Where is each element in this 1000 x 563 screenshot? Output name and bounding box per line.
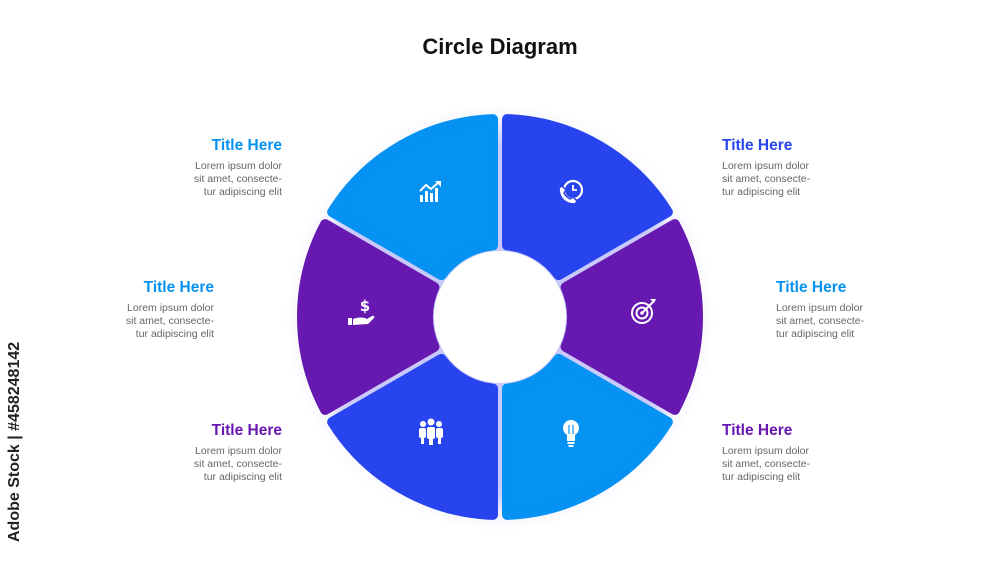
segment-left bbox=[297, 219, 440, 415]
callout-bottom-left: Title Here Lorem ipsum dolor sit amet, c… bbox=[142, 421, 282, 484]
callout-body: Lorem ipsum dolor sit amet, consecte- tu… bbox=[193, 160, 282, 198]
callout-title: Title Here bbox=[211, 422, 282, 439]
callout-body: Lorem ipsum dolor sit amet, consecte- tu… bbox=[125, 302, 214, 340]
callout-top-left: Title Here Lorem ipsum dolor sit amet, c… bbox=[142, 136, 282, 199]
stock-id-text: Adobe Stock | #458248142 bbox=[6, 341, 23, 542]
page-title: Circle Diagram bbox=[422, 34, 578, 59]
svg-text:$: $ bbox=[360, 297, 370, 315]
center-hole bbox=[434, 251, 566, 383]
callout-title: Title Here bbox=[211, 137, 282, 154]
segment-right bbox=[560, 219, 703, 415]
target-icon bbox=[631, 299, 656, 324]
callout-title: Title Here bbox=[143, 279, 214, 296]
callout-body: Lorem ipsum dolor sit amet, consecte- tu… bbox=[722, 445, 811, 483]
growth-chart-icon bbox=[419, 181, 441, 202]
callout-body: Lorem ipsum dolor sit amet, consecte- tu… bbox=[193, 445, 282, 483]
callout-title: Title Here bbox=[776, 279, 847, 296]
segment-top-left bbox=[327, 114, 499, 281]
money-hand-icon: $ bbox=[348, 297, 375, 325]
segment-bottom-left bbox=[327, 353, 499, 520]
callout-top-right: Title Here Lorem ipsum dolor sit amet, c… bbox=[722, 136, 862, 199]
segment-top-right bbox=[501, 114, 673, 281]
stock-id-label: Adobe Stock | #458248142 bbox=[6, 322, 26, 542]
phone-clock-icon bbox=[558, 179, 584, 205]
callout-bottom-right: Title Here Lorem ipsum dolor sit amet, c… bbox=[722, 421, 862, 484]
callout-title: Title Here bbox=[722, 422, 793, 439]
team-icon bbox=[419, 418, 443, 445]
callout-right: Title Here Lorem ipsum dolor sit amet, c… bbox=[776, 278, 916, 341]
callout-body: Lorem ipsum dolor sit amet, consecte- tu… bbox=[776, 302, 865, 340]
callout-left: Title Here Lorem ipsum dolor sit amet, c… bbox=[74, 278, 214, 341]
callout-body: Lorem ipsum dolor sit amet, consecte- tu… bbox=[722, 160, 811, 198]
lightbulb-icon bbox=[563, 420, 579, 447]
callout-title: Title Here bbox=[722, 137, 793, 154]
segment-bottom-right bbox=[501, 353, 673, 520]
